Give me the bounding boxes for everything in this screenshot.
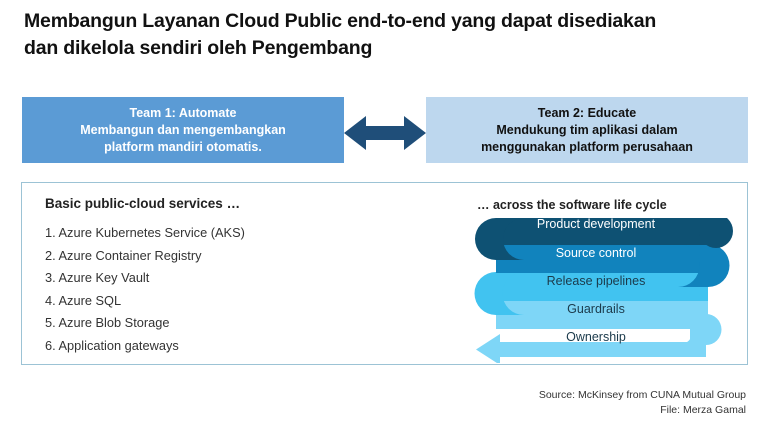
list-item: 3. Azure Key Vault <box>45 270 150 285</box>
team-1-heading: Team 1: Automate <box>129 105 237 120</box>
team-1-text-block: Team 1: Automate Membangun dan mengemban… <box>80 105 286 156</box>
left-column-heading: Basic public-cloud services … <box>45 196 241 211</box>
list-item: 1. Azure Kubernetes Service (AKS) <box>45 225 245 240</box>
list-item: 2. Azure Container Registry <box>45 247 202 263</box>
bidirectional-arrow-icon <box>344 112 426 154</box>
page-title: Membangun Layanan Cloud Public end-to-en… <box>24 8 754 62</box>
list-item: 5. Azure Blob Storage <box>45 315 170 330</box>
team-1-card: Team 1: Automate Membangun dan mengemban… <box>22 97 344 163</box>
team-2-text-block: Team 2: Educate Mendukung tim aplikasi d… <box>481 105 693 156</box>
stage-4-shape <box>496 300 708 329</box>
list-item: 4. Azure SQL <box>45 292 122 308</box>
team-1-body-line-1: Membangun dan mengembangkan <box>80 122 286 137</box>
list-item: 6. Application gateways <box>45 337 179 353</box>
page-title-line-2: dan dikelola sendiri oleh Pengembang <box>24 37 373 59</box>
team-2-card: Team 2: Educate Mendukung tim aplikasi d… <box>426 97 748 163</box>
stage-1-shape <box>475 214 733 260</box>
team-2-body-line-2: menggunakan platform perusahaan <box>481 139 693 154</box>
team-2-heading: Team 2: Educate <box>537 105 637 120</box>
snake-path-graphic <box>474 214 733 365</box>
stage-5-shape <box>476 314 722 365</box>
right-column-heading: … across the software life cycle <box>477 198 667 212</box>
software-lifecycle-snake-diagram: Product development Source control Relea… <box>466 214 738 365</box>
page-title-line-1: Membangun Layanan Cloud Public end-to-en… <box>24 10 657 32</box>
snake-start-dot-icon <box>699 214 733 248</box>
team-1-body-line-2: platform mandiri otomatis. <box>104 139 262 154</box>
team-2-body-line-1: Mendukung tim aplikasi dalam <box>496 122 678 137</box>
source-line-2: File: Merza Gamal <box>660 404 746 416</box>
cloud-services-list: 1. Azure Kubernetes Service (AKS) 2. Azu… <box>45 222 375 357</box>
stage-3-shape <box>474 272 708 315</box>
source-line-1: Source: McKinsey from CUNA Mutual Group <box>538 389 746 401</box>
stage-2-shape <box>496 244 730 287</box>
